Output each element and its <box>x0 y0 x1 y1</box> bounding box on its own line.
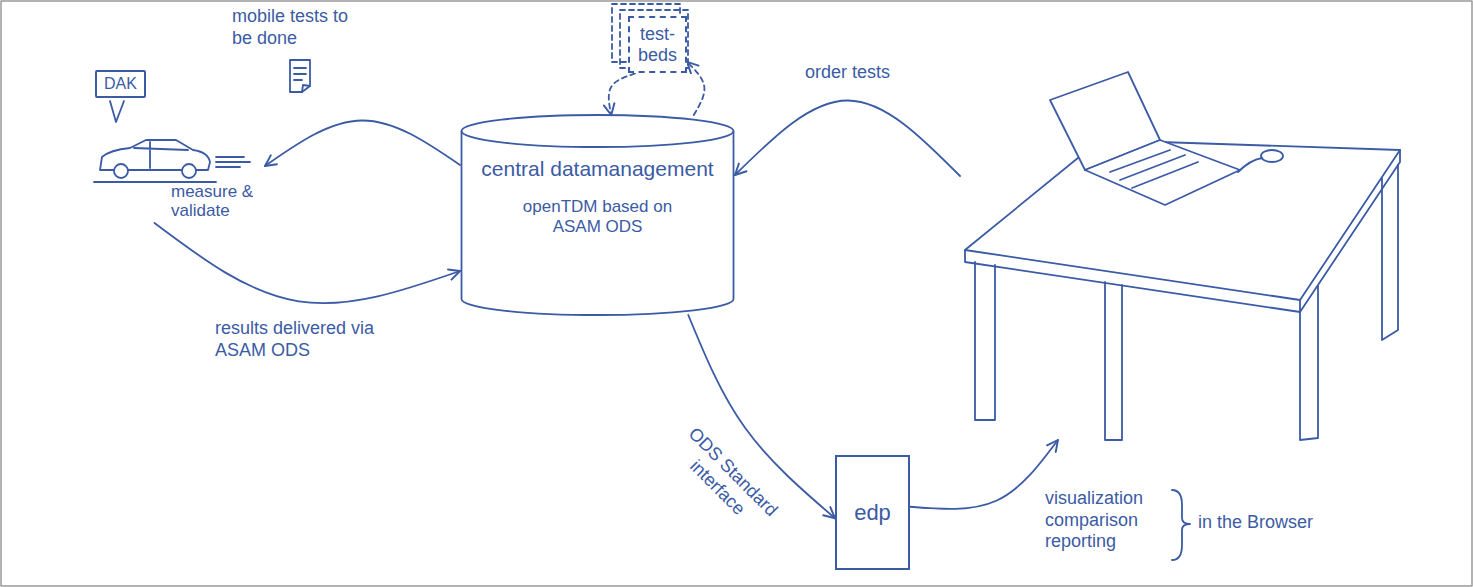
dashed-arrow <box>687 62 704 115</box>
node-text: openTDM based on ASAM ODS <box>513 197 683 236</box>
vehicle: measure & validate <box>95 128 265 223</box>
database-cylinder: central datamanagement openTDM based on A… <box>460 115 735 315</box>
node-text: central datamanagement <box>481 157 713 181</box>
note-label: in the Browser <box>1198 512 1313 534</box>
flow-arrow <box>155 223 461 303</box>
edge-label: mobile tests to be done <box>232 6 357 49</box>
cylinder-outline <box>462 115 734 315</box>
testbed-box: test-beds <box>628 16 687 73</box>
flow-arrow <box>735 101 960 176</box>
flow-arrow <box>910 440 1058 509</box>
node-text: measure & validate <box>171 182 261 221</box>
edge-label: visualization comparison reporting <box>1045 488 1143 553</box>
node-text: edp <box>854 500 891 525</box>
node-text: test-beds <box>638 24 677 65</box>
edge-label: ODS Standard interface <box>666 421 785 540</box>
edge-label: order tests <box>805 62 915 84</box>
edge-label: results delivered via ASAM ODS <box>215 318 375 361</box>
flow-arrow <box>265 121 460 166</box>
process-box: edp <box>835 455 910 570</box>
speech-bubble: DAK <box>95 70 146 98</box>
cylinder-rim <box>462 131 734 147</box>
dashed-arrow <box>609 73 635 115</box>
node-text: DAK <box>104 75 137 93</box>
workplace <box>960 140 1405 440</box>
